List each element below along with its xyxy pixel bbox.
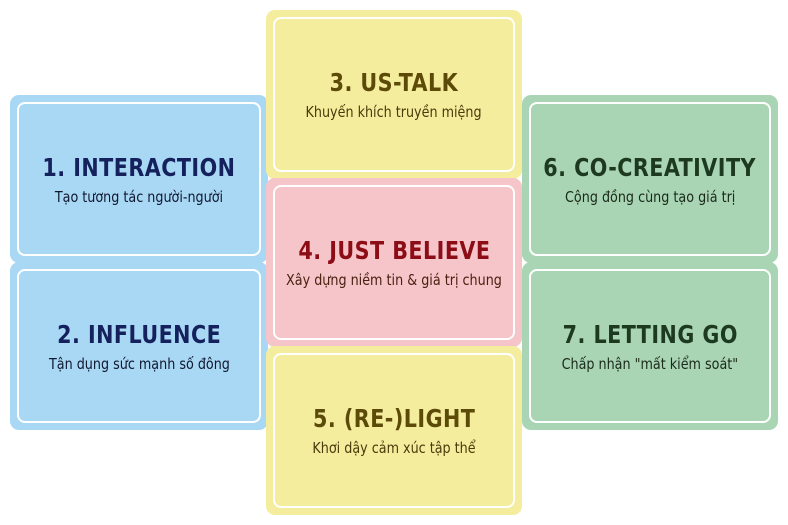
card-just-believe: 4. JUST BELIEVE Xây dựng niềm tin & giá t… xyxy=(266,178,522,347)
card-title: 3. US-TALK xyxy=(329,68,459,97)
card-influence: 2. INFLUENCE Tận dụng sức mạnh số đông xyxy=(10,262,268,430)
card-interaction: 1. INTERACTION Tạo tương tác người-người xyxy=(10,95,268,263)
card-title: 5. (RE-)LIGHT xyxy=(312,404,476,433)
card-subtitle: Tạo tương tác người-người xyxy=(54,187,224,206)
card-subtitle: Khuyến khích truyền miệng xyxy=(305,103,483,121)
card-co-creativity: 6. CO-CREATIVITY Cộng đồng cùng tạo giá t… xyxy=(522,95,778,263)
card-title: 6. CO-CREATIVITY xyxy=(543,152,757,182)
card-subtitle: Xây dựng niềm tin & giá trị chung xyxy=(286,271,502,289)
card-title: 4. JUST BELIEVE xyxy=(297,236,491,265)
card-subtitle: Chấp nhận "mất kiểm soát" xyxy=(561,354,739,373)
card-subtitle: Khơi dậy cảm xúc tập thể xyxy=(312,439,476,457)
card-title: 1. INTERACTION xyxy=(42,152,236,182)
card-relight: 5. (RE-)LIGHT Khơi dậy cảm xúc tập thể xyxy=(266,346,522,515)
card-subtitle: Cộng đồng cùng tạo giá trị xyxy=(564,187,736,206)
card-subtitle: Tận dụng sức mạnh số đông xyxy=(48,354,230,373)
card-title: 7. LETTING GO xyxy=(562,319,738,349)
card-us-talk: 3. US-TALK Khuyến khích truyền miệng xyxy=(266,10,522,179)
card-title: 2. INFLUENCE xyxy=(56,319,222,349)
card-letting-go: 7. LETTING GO Chấp nhận "mất kiểm soát" xyxy=(522,262,778,430)
